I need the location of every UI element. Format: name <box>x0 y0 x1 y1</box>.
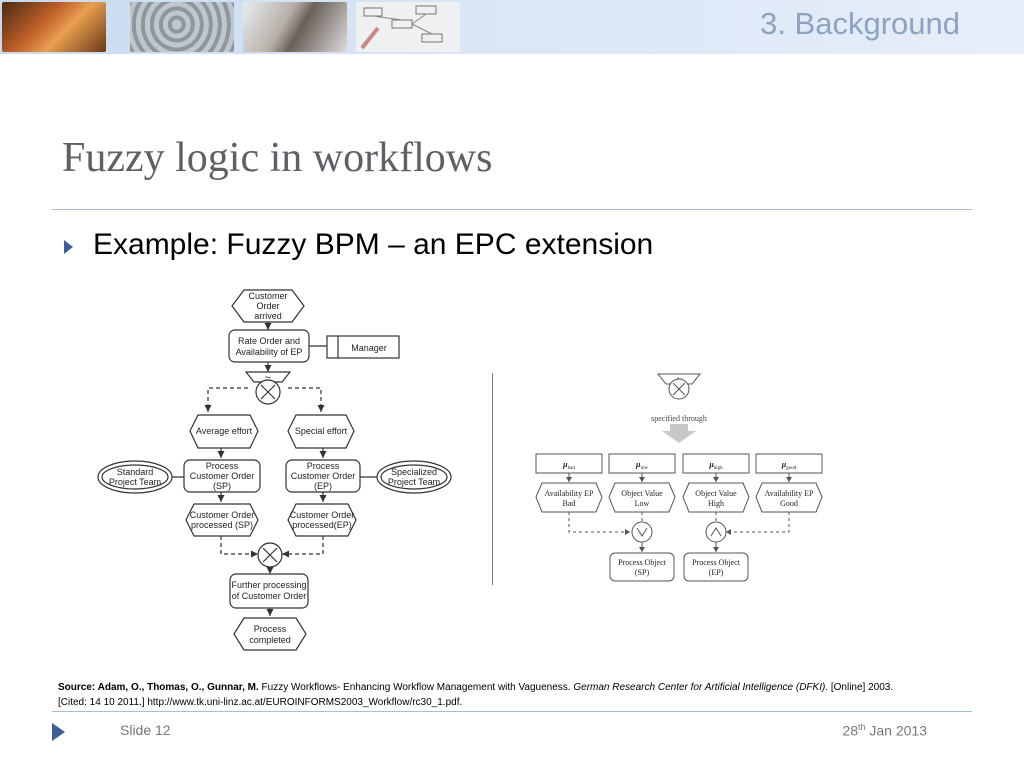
process-sp-line3: (SP) <box>213 481 231 491</box>
standard-team-line2: Project Team <box>109 477 161 487</box>
average-effort-label: Average effort <box>196 426 253 436</box>
processed-sp-line2: processed (SP) <box>191 520 253 530</box>
svg-text:μgood: μgood <box>781 460 797 471</box>
source-citation: Source: Adam, O., Thomas, O., Gunnar, M.… <box>58 680 978 710</box>
process-sp-line1: Process <box>206 461 239 471</box>
bullet-arrow-icon <box>64 240 73 254</box>
rate-function-line2: Availability of EP <box>236 347 303 357</box>
further-processing-line2: of Customer Order <box>232 591 307 601</box>
title-divider <box>52 209 972 210</box>
event-high-line2: High <box>708 499 724 508</box>
svg-text:μlow: μlow <box>635 460 648 471</box>
process-ep-line1: Process <box>307 461 340 471</box>
tilde-symbol: ~ <box>676 374 682 385</box>
function-sp-line1: Process Object <box>618 558 667 567</box>
processed-sp-line1: Customer Order <box>190 510 255 520</box>
completed-line2: completed <box>249 635 291 645</box>
footer-arrow-icon <box>52 723 65 741</box>
mu-low-subscript: low <box>640 466 648 471</box>
business-people-image <box>243 2 347 52</box>
manager-label: Manager <box>351 343 387 353</box>
function-ep-line1: Process Object <box>692 558 741 567</box>
completed-line1: Process <box>254 624 287 634</box>
mu-bad-symbol: μ <box>562 460 568 469</box>
function-ep-line2: (EP) <box>709 568 724 577</box>
mu-bad-subscript: bad <box>568 466 576 471</box>
processed-ep-line1: Customer Order <box>290 510 355 520</box>
diagram-separator <box>492 373 493 585</box>
standard-team-line1: Standard <box>117 467 154 477</box>
fuzzy-split-symbol: ~ <box>265 372 271 384</box>
process-ep-line2: Customer Order <box>291 471 356 481</box>
svg-text:μbad: μbad <box>562 460 575 471</box>
rate-function-line1: Rate Order and <box>238 336 300 346</box>
source-title: Fuzzy Workflows- Enhancing Workflow Mana… <box>258 682 574 693</box>
slide-title: Fuzzy logic in workflows <box>62 135 493 181</box>
down-arrow-icon <box>662 424 696 443</box>
mu-high-symbol: μ <box>708 460 714 469</box>
processed-ep-line2: processed(EP) <box>292 520 352 530</box>
event-low-line1: Object Value <box>621 489 663 498</box>
process-sp-line2: Customer Order <box>190 471 255 481</box>
teamwork-hands-image <box>2 2 106 52</box>
function-sp-line2: (SP) <box>635 568 650 577</box>
slide-number: Slide 12 <box>120 722 171 738</box>
event-low-line2: Low <box>635 499 650 508</box>
section-title: 3. Background <box>760 6 960 41</box>
further-processing-line1: Further processing <box>231 580 306 590</box>
svg-text:μhigh: μhigh <box>708 460 723 471</box>
start-event-line3: arrived <box>254 311 282 321</box>
event-high-line1: Object Value <box>695 489 737 498</box>
source-cited-url: [Cited: 14 10 2011.] http://www.tk.uni-l… <box>58 697 463 708</box>
source-authors: Source: Adam, O., Thomas, O., Gunnar, M. <box>58 682 259 693</box>
start-event-shape <box>231 289 305 323</box>
flowchart-drawing-image <box>356 2 460 52</box>
start-event-line2: Order <box>256 301 279 311</box>
slide-date: 28th Jan 2013 <box>842 722 927 739</box>
start-event-line1: Customer <box>248 291 287 301</box>
specified-through-label: specified through <box>651 414 707 423</box>
mu-high-subscript: high <box>714 466 723 471</box>
process-ep-line3: (EP) <box>314 481 332 491</box>
special-effort-label: Special effort <box>295 426 348 436</box>
fuzzy-specification-diagram: ~ specified through μbad μlow μhigh μgoo… <box>535 373 823 582</box>
epc-process-diagram: Customer Order arrived Rate Order and Av… <box>97 289 452 651</box>
footer-divider <box>52 711 972 712</box>
gears-image <box>130 2 234 52</box>
source-year: [Online] 2003. <box>828 682 894 693</box>
specialized-team-line1: Specialized <box>391 467 437 477</box>
event-good-line2: Good <box>780 499 798 508</box>
event-bad-line2: Bad <box>563 499 576 508</box>
event-bad-line1: Availability EP <box>545 489 595 498</box>
event-good-line1: Availability EP <box>765 489 815 498</box>
source-publisher: German Research Center for Artificial In… <box>573 682 829 693</box>
specialized-team-line2: Project Team <box>388 477 440 487</box>
bullet-text: Example: Fuzzy BPM – an EPC extension <box>93 228 654 261</box>
mu-good-symbol: μ <box>781 460 787 469</box>
mu-low-symbol: μ <box>635 460 641 469</box>
mu-good-subscript: good <box>786 466 797 471</box>
